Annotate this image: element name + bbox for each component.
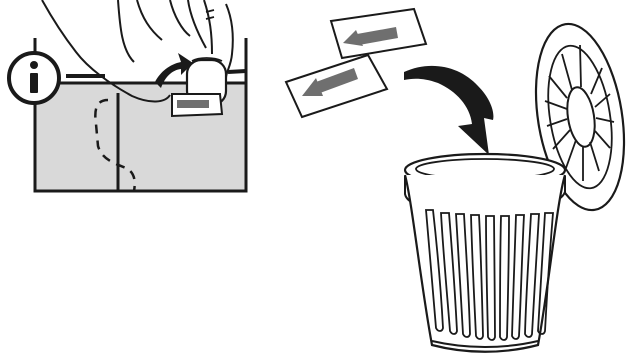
- trash-body: [403, 174, 567, 353]
- peel-arrow: [155, 53, 193, 88]
- curved-arrow-icon: [404, 65, 494, 155]
- curved-arrow-icon: [155, 53, 193, 88]
- panel-outline: [33, 38, 248, 193]
- trash-ribs: [425, 209, 554, 341]
- trash-bottom-rim: [431, 340, 539, 348]
- panel-right-notch: [227, 69, 247, 74]
- strip-under-finger: [171, 93, 224, 118]
- lower-strip: [284, 53, 389, 119]
- upper-strip: [329, 7, 428, 60]
- dashed-outline: [94, 98, 136, 192]
- drop-arrow: [404, 65, 494, 155]
- trash-can-icon: [403, 22, 626, 353]
- info-icon: [7, 51, 61, 105]
